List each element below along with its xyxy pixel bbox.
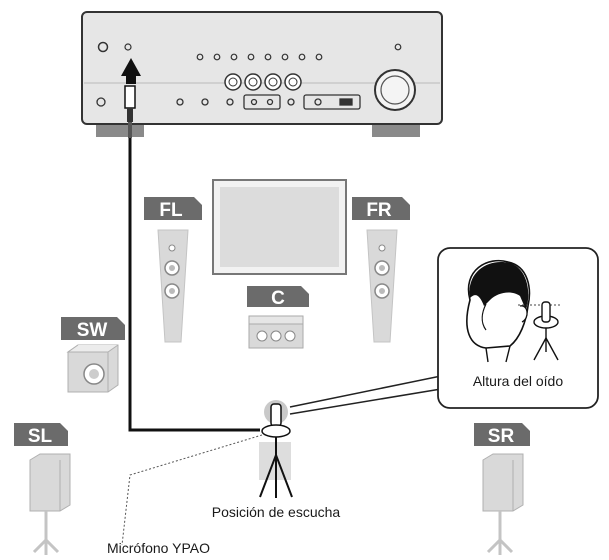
speaker-sr <box>482 453 524 555</box>
callout-mic <box>533 301 559 361</box>
listening-position-caption: Posición de escucha <box>212 504 341 520</box>
power-button <box>97 41 109 53</box>
ypao-mic-jack <box>124 43 132 51</box>
sr-label: SR <box>488 426 515 447</box>
input-buttons <box>196 43 402 61</box>
label-sl: SL <box>14 423 68 447</box>
mic-cable <box>128 138 260 432</box>
ear-height-caption: Altura del oído <box>473 373 563 389</box>
label-c: C <box>247 286 309 309</box>
receiver-foot-left <box>96 124 144 137</box>
label-fl: FL <box>144 197 202 221</box>
speaker-fr <box>366 229 398 343</box>
label-fr: FR <box>352 197 410 221</box>
callout-pointer <box>289 375 442 415</box>
sl-label: SL <box>28 426 53 447</box>
receiver-body <box>81 11 443 125</box>
fr-label: FR <box>366 200 392 221</box>
label-sr: SR <box>474 423 530 447</box>
av-receiver <box>81 11 443 137</box>
scene-knobs <box>224 73 302 91</box>
sw-label: SW <box>77 320 108 341</box>
ypao-microphone <box>259 400 293 498</box>
c-label: C <box>271 288 285 309</box>
speaker-c <box>248 315 304 349</box>
front-controls <box>96 94 361 110</box>
microphone-caption: Micrófono YPAO <box>107 540 210 556</box>
label-sw: SW <box>61 317 125 341</box>
fl-label: FL <box>159 200 183 221</box>
connect-arrow-icon <box>121 58 141 84</box>
tv <box>212 179 347 275</box>
speaker-sl <box>29 453 71 555</box>
listener-head <box>466 259 531 363</box>
mic-pointer <box>121 434 263 546</box>
mic-plug <box>121 58 141 138</box>
speaker-fl <box>157 229 189 343</box>
receiver-foot-right <box>372 124 420 137</box>
speaker-sw <box>66 344 119 393</box>
